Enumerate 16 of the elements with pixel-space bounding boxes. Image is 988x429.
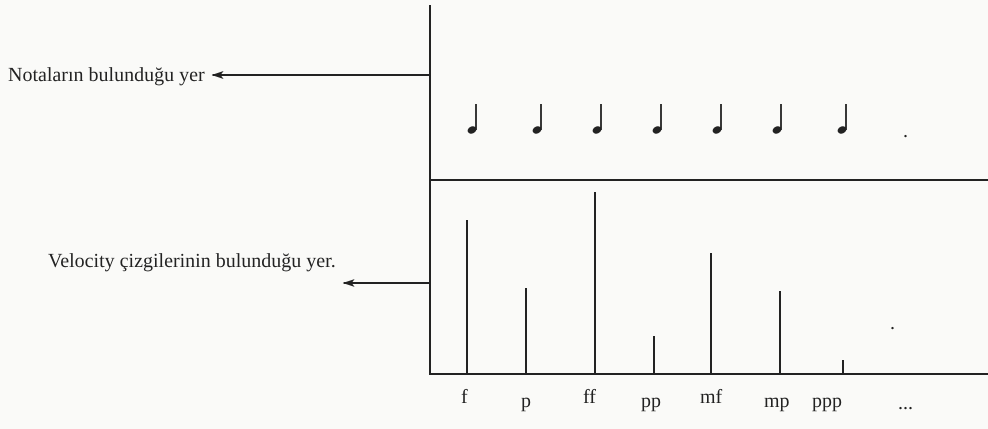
dynamic-marking: ppp xyxy=(812,390,842,412)
dynamic-marking: mp xyxy=(764,390,790,412)
continuation-dot: . xyxy=(903,120,908,142)
dynamic-marking: mf xyxy=(700,386,722,408)
caption-text: Velocity çizgilerinin bulunduğu yer. xyxy=(48,250,336,272)
caption-text: Notaların bulunduğu yer xyxy=(8,64,205,86)
staff-area xyxy=(429,5,988,181)
dynamic-marking: ff xyxy=(583,386,596,408)
dynamic-marking: f xyxy=(461,386,468,408)
dynamic-marking: ... xyxy=(898,392,913,414)
arrow xyxy=(342,279,429,287)
dynamic-marking: pp xyxy=(641,390,661,412)
staff-area xyxy=(429,180,988,375)
arrow xyxy=(212,71,429,79)
dynamic-marking: p xyxy=(521,390,531,412)
continuation-dot: . xyxy=(890,312,895,334)
